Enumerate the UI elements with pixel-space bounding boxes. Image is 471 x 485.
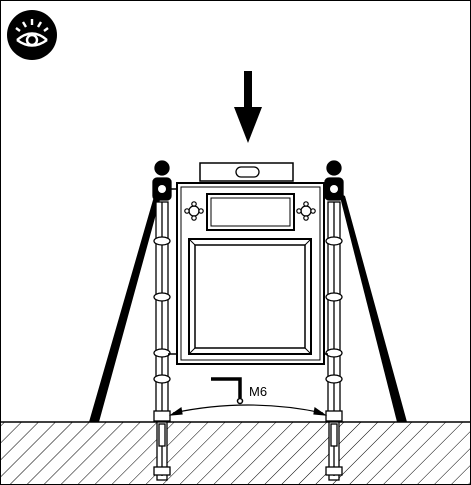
frame-plate [176,182,325,365]
eye-icon [15,19,49,47]
left-post [152,160,172,481]
right-brace [339,193,407,422]
wrench-size-label: M6 [249,384,267,399]
bolt-right [296,201,316,221]
bolt-left [184,201,204,221]
allen-key-icon [211,377,244,405]
eye-badge [7,10,57,60]
ground-floor [1,421,470,484]
down-arrow-icon [234,71,262,143]
spacing-dimension [168,404,328,416]
right-post [324,160,344,481]
left-brace [89,193,161,422]
spirit-level [199,162,294,182]
